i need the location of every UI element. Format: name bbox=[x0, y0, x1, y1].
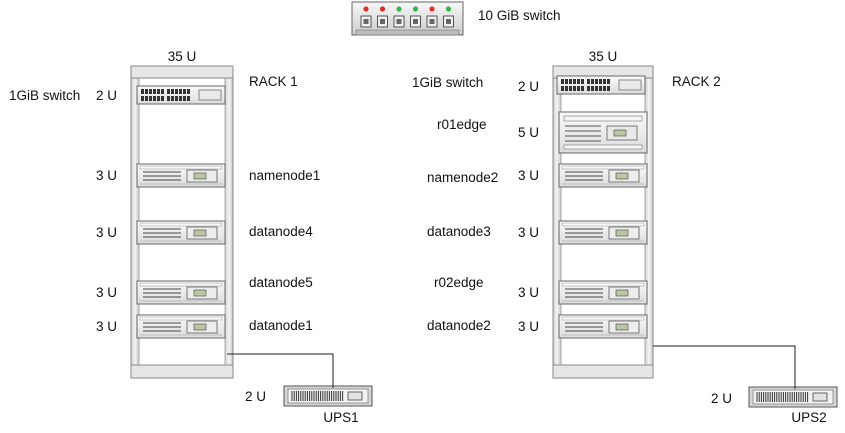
rack-2-datanode2-units: 3 U bbox=[518, 319, 540, 334]
rack-1-switch-label: 1GiB switch bbox=[9, 88, 81, 103]
rack-1-server-datanode5 bbox=[136, 280, 226, 305]
rack-2-namenode2-units: 3 U bbox=[518, 168, 540, 183]
ups-2-units: 2 U bbox=[711, 391, 733, 406]
ups-1-label: UPS1 bbox=[323, 410, 359, 425]
rack-1-datanode5-label: datanode5 bbox=[249, 275, 313, 290]
cable-rack1-to-ups1 bbox=[227, 353, 334, 388]
rack-2-datanode3-label: datanode3 bbox=[427, 224, 491, 239]
rack-2 bbox=[552, 65, 654, 379]
port-led-5 bbox=[429, 6, 435, 12]
rack-1-server-datanode4 bbox=[136, 220, 226, 245]
rack-2-switch-units: 2 U bbox=[518, 79, 540, 94]
rack-2-server-namenode2 bbox=[558, 163, 648, 188]
rack-1-right-rail bbox=[224, 77, 234, 366]
port-led-6 bbox=[445, 6, 452, 12]
rack-1-height-label: 35 U bbox=[167, 49, 197, 64]
rack-2-server-datanode3 bbox=[558, 220, 648, 245]
cable-rack2-to-ups2 bbox=[653, 345, 796, 389]
ups-2-label: UPS2 bbox=[791, 410, 827, 425]
rack-2-1gib-switch bbox=[556, 75, 646, 95]
rack-1-datanode5-units: 3 U bbox=[96, 285, 118, 300]
rack-2-height-label: 35 U bbox=[588, 49, 618, 64]
rack-1-datanode1-label: datanode1 bbox=[249, 318, 313, 333]
ups-1-units: 2 U bbox=[245, 389, 267, 404]
rack-2-r01edge-units: 5 U bbox=[518, 125, 540, 140]
rack-2-server-r01edge bbox=[558, 111, 648, 154]
rack-2-server-datanode2 bbox=[558, 314, 648, 339]
rack-2-datanode2-label: datanode2 bbox=[427, 318, 491, 333]
rack-2-server-r02edge bbox=[558, 280, 648, 305]
rack-1-datanode1-units: 3 U bbox=[96, 319, 118, 334]
port-led-2 bbox=[379, 6, 386, 12]
ups-2 bbox=[748, 386, 838, 408]
core-switch-10gib bbox=[351, 1, 464, 36]
core-switch-label: 10 GiB switch bbox=[478, 8, 561, 23]
rack-2-namenode2-label: namenode2 bbox=[427, 170, 499, 185]
rack-2-r02edge-label: r02edge bbox=[434, 275, 484, 290]
rack-1-server-datanode1 bbox=[136, 314, 226, 339]
rack-2-r01edge-label: r01edge bbox=[437, 117, 487, 132]
rack-2-switch-label: 1GiB switch bbox=[412, 75, 484, 90]
rack-1-datanode4-label: datanode4 bbox=[249, 224, 313, 239]
rack-1-top-cap bbox=[130, 65, 234, 79]
rack-1-server-namenode1 bbox=[136, 163, 226, 188]
rack-1-namenode1-label: namenode1 bbox=[249, 168, 321, 183]
port-led-1 bbox=[363, 6, 369, 12]
rack-1-namenode1-units: 3 U bbox=[96, 168, 118, 183]
rack-2-base bbox=[552, 364, 654, 379]
rack-1-switch-units: 2 U bbox=[96, 88, 118, 103]
rack-1-name: RACK 1 bbox=[249, 74, 298, 89]
port-led-4 bbox=[412, 6, 419, 12]
rack-2-r02edge-units: 3 U bbox=[518, 285, 540, 300]
rack-1-1gib-switch bbox=[136, 85, 226, 105]
port-led-3 bbox=[396, 6, 402, 12]
ups-1 bbox=[283, 385, 373, 407]
rack-1-base bbox=[130, 364, 234, 379]
rack-2-name: RACK 2 bbox=[672, 74, 721, 89]
rack-1-datanode4-units: 3 U bbox=[96, 225, 118, 240]
rack-2-datanode3-units: 3 U bbox=[518, 225, 540, 240]
rack-1 bbox=[130, 65, 234, 379]
